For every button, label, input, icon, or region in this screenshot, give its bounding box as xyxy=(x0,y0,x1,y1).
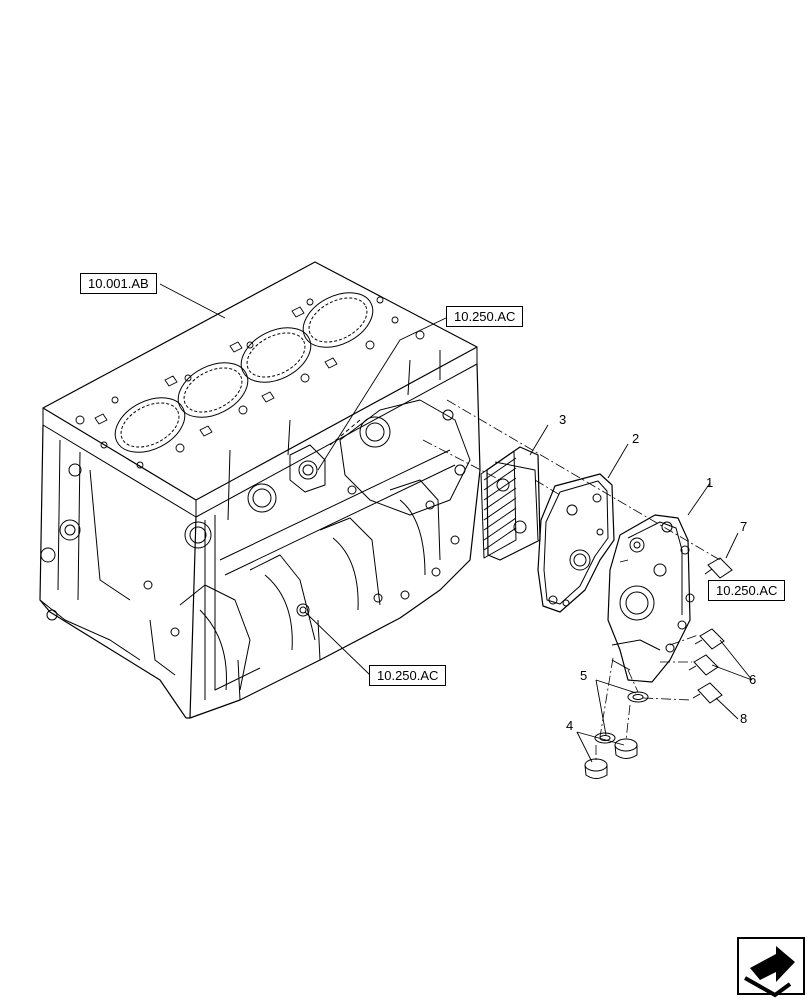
callout-7: 7 xyxy=(740,519,748,534)
oil-filter-head xyxy=(607,514,695,683)
bolt-8 xyxy=(692,682,723,704)
leader-lines xyxy=(159,283,753,763)
reference-engine-block[interactable]: 10.001.AB xyxy=(80,273,157,294)
bolt-7 xyxy=(704,557,733,579)
callout-3: 3 xyxy=(559,412,567,427)
callout-5: 5 xyxy=(580,668,588,683)
alignment-lines xyxy=(422,399,721,763)
reference-right-link[interactable]: 10.250.AC xyxy=(708,580,786,601)
callout-1: 1 xyxy=(706,475,714,490)
engine-block xyxy=(39,261,481,719)
bolt-6a xyxy=(694,628,725,650)
reference-top-link[interactable]: 10.250.AC xyxy=(446,306,524,327)
callout-8: 8 xyxy=(740,711,748,726)
gasket xyxy=(537,473,615,613)
callout-2: 2 xyxy=(632,431,640,446)
plug-4b xyxy=(584,758,608,779)
reference-bottom-link[interactable]: 10.250.AC xyxy=(369,665,447,686)
next-page-arrow-icon[interactable] xyxy=(737,937,805,998)
bolt-6b xyxy=(688,654,719,676)
callout-4: 4 xyxy=(566,718,574,733)
plug-4a xyxy=(614,738,638,759)
callout-6: 6 xyxy=(749,672,757,687)
washer-5a xyxy=(627,691,649,703)
oil-cooler xyxy=(480,446,541,561)
